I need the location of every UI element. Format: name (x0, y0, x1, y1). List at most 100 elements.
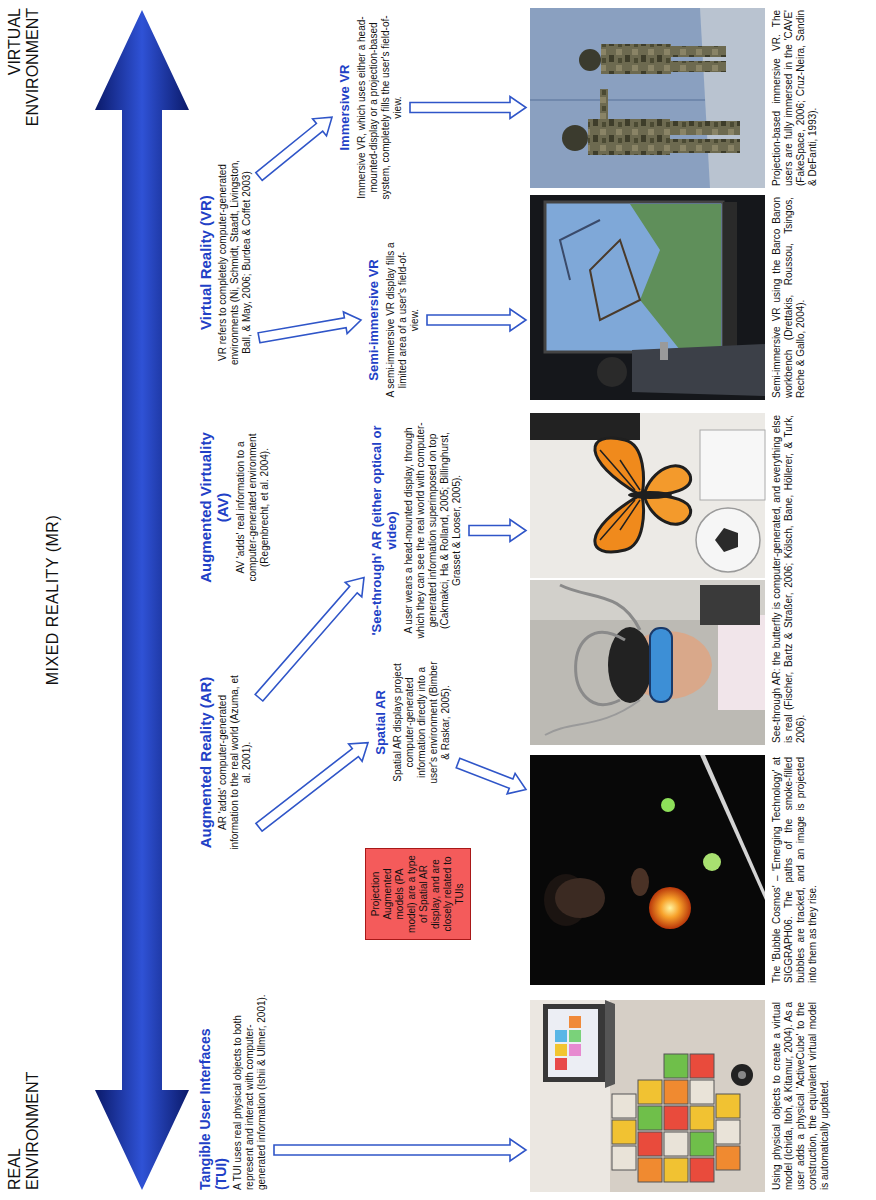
bubble-cosmos-photo-part (700, 755, 765, 900)
cave-photo-part (588, 119, 670, 155)
workbench-photo-part (630, 204, 721, 350)
activecube-photo-part-part (716, 1146, 740, 1170)
note-text: Projection Augmented models (PA model) a… (370, 854, 466, 934)
workbench-photo-part (590, 240, 640, 320)
hmd-user-photo-part (530, 580, 765, 745)
photo-panel: Semi-immersive VR using the Barco Baron … (530, 195, 809, 400)
body-text: Immersive VR, which uses either a head-m… (356, 12, 404, 203)
butterfly-photo-part (530, 413, 765, 578)
workbench-photo-part (632, 344, 765, 396)
workbench-photo-part (723, 202, 737, 352)
bubble-cosmos-photo-part (631, 868, 649, 896)
activecube-photo-part (530, 1000, 765, 1192)
photo-caption: See-through AR: the butterfly is compute… (771, 415, 807, 743)
cave-photo-part (671, 61, 726, 72)
photo-panel: The 'Bubble Cosmos' – 'Emerging Technolo… (530, 755, 821, 985)
hmd-user-photo (530, 580, 765, 745)
activecube-photo-part-part (612, 1146, 636, 1170)
hmd-user-photo-part (608, 627, 652, 703)
heading-text: Spatial AR (374, 657, 389, 788)
hmd-user-photo-part (545, 700, 640, 735)
activecube-photo-part (569, 1030, 581, 1042)
flow-arrow (274, 1139, 526, 1161)
body-text: VR refers to completely computer-generat… (217, 157, 253, 368)
butterfly-photo-part (715, 528, 738, 552)
environment-label: VIRTUAL ENVIRONMENT (6, 8, 43, 140)
activecube-photo-part-part (716, 1120, 740, 1144)
activecube-photo-part (530, 1000, 610, 1192)
flow-arrow (410, 97, 526, 119)
butterfly-photo-part (644, 466, 691, 495)
cave-photo-part (530, 8, 765, 188)
category-heading: Tangible User Interfaces (TUI)A TUI uses… (195, 992, 270, 1192)
cave-photo-part (579, 49, 601, 71)
heading-text: Immersive VR (338, 12, 353, 203)
activecube-photo-part-part (664, 1106, 688, 1130)
hmd-user-photo-part (576, 632, 625, 704)
body-text: AV 'adds' real information to a computer… (235, 427, 271, 588)
activecube-photo-part-part (690, 1158, 714, 1182)
bubble-cosmos-photo-part (530, 755, 765, 985)
butterfly-photo-part (595, 438, 644, 495)
photo-panel: See-through AR: the butterfly is compute… (530, 413, 809, 745)
diagram-title: MIXED REALITY (MR) (44, 0, 62, 1200)
photo-panel: Using physical objects to create a virtu… (530, 1000, 833, 1192)
body-text: A user wears a head-mounted display, thr… (403, 415, 463, 646)
workbench-photo-part (530, 195, 765, 400)
activecube-photo-part-part (638, 1080, 662, 1104)
flow-arrow (456, 758, 526, 794)
category-heading: Augmented Virtuality (AV)AV 'adds' real … (195, 425, 273, 590)
activecube-photo-part-part (690, 1106, 714, 1130)
workbench-photo (530, 195, 765, 400)
cave-photo-part (700, 8, 765, 188)
hmd-user-photo-part (560, 585, 640, 630)
activecube-photo-part (731, 1064, 753, 1086)
heading-text: 'See-through' AR (either optical or vide… (370, 415, 400, 646)
activecube-photo (530, 1000, 765, 1192)
activecube-photo-part-part (638, 1158, 662, 1182)
activecube-photo-part (543, 1004, 605, 1082)
activecube-photo-part-part (638, 1132, 662, 1156)
body-text: A TUI uses real physical objects to both… (232, 994, 268, 1190)
heading-text: Tangible User Interfaces (TUI) (197, 994, 229, 1190)
subcategory-heading: 'See-through' AR (either optical or vide… (368, 413, 465, 648)
note-box: Projection Augmented models (PA model) a… (365, 848, 471, 940)
heading-text: Augmented Virtuality (AV) (197, 427, 232, 588)
cave-photo-part (600, 89, 608, 119)
photo-panel: Projection-based immersive VR. The users… (530, 8, 821, 188)
photo-caption: Semi-immersive VR using the Barco Baron … (771, 197, 807, 398)
activecube-photo-part-part (664, 1054, 688, 1078)
cave-photo-part (671, 46, 726, 57)
flow-arrow (258, 312, 361, 343)
activecube-photo-part (605, 1000, 615, 1088)
flow-arrow (427, 309, 526, 331)
cave-photo-part (562, 125, 588, 151)
activecube-photo-part-part (690, 1054, 714, 1078)
subcategory-heading: Semi-immersive VRA semi-immersive VR dis… (365, 240, 423, 400)
activecube-photo-part-part (638, 1106, 662, 1130)
activecube-photo-part-part (664, 1132, 688, 1156)
activecube-photo-part (569, 1044, 581, 1056)
cave-photo (530, 8, 765, 188)
body-text: A semi-immersive VR display fills a limi… (385, 242, 421, 398)
category-heading: Virtual Reality (VR)VR refers to complet… (195, 155, 255, 370)
activecube-photo-part-part (690, 1132, 714, 1156)
activecube-photo-part (555, 1030, 567, 1042)
hmd-user-photo-part (700, 585, 760, 625)
flow-arrow (255, 578, 364, 702)
continuum-arrow (95, 10, 189, 1190)
bubble-cosmos-photo-part (661, 798, 675, 812)
butterfly-photo-part (530, 413, 640, 440)
heading-text: Virtual Reality (VR) (197, 157, 214, 368)
flow-arrow (256, 117, 332, 180)
bubble-cosmos-photo-part (703, 853, 721, 871)
cave-photo-part (530, 99, 705, 101)
activecube-photo-part (569, 1016, 581, 1028)
hmd-user-photo-part (650, 628, 672, 702)
photo-caption: Projection-based immersive VR. The users… (771, 10, 819, 186)
butterfly-photo-part (595, 495, 644, 552)
workbench-photo-part (660, 342, 668, 360)
butterfly-photo (530, 413, 765, 578)
